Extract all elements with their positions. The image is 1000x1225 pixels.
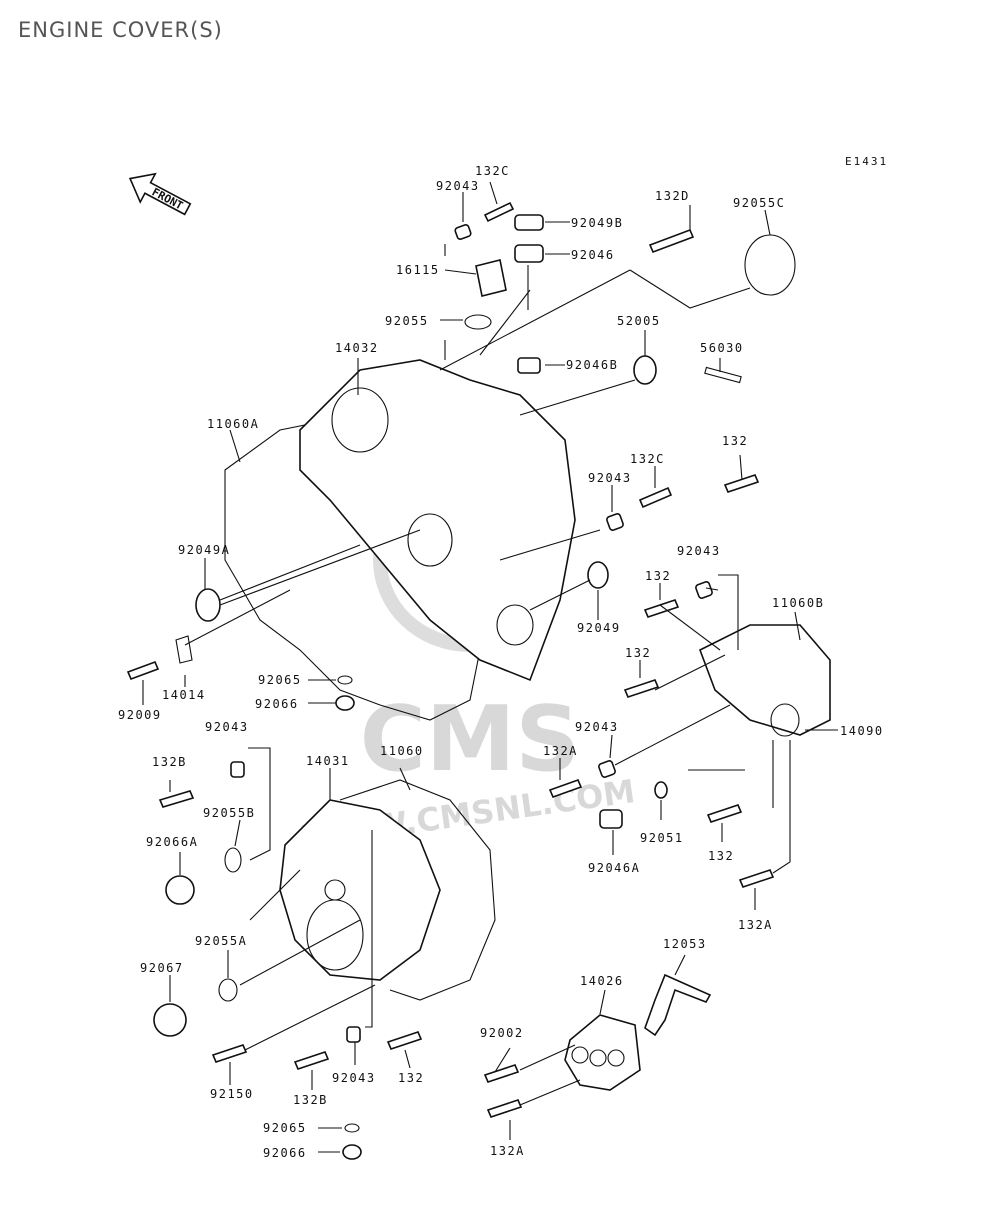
clutch-cover-boss bbox=[331, 387, 389, 453]
part-label: 132C bbox=[630, 452, 665, 466]
magneto-cover-plug-hole bbox=[324, 879, 346, 901]
bracket-hole-3 bbox=[607, 1049, 625, 1067]
washer-92065-lower bbox=[344, 1123, 360, 1133]
part-label: 92066 bbox=[263, 1146, 307, 1160]
filler-cap-16115 bbox=[475, 259, 507, 297]
plug-92066-upper bbox=[335, 695, 355, 711]
part-label: 92065 bbox=[263, 1121, 307, 1135]
oil-seal-52005 bbox=[633, 355, 657, 385]
part-label: 11060 bbox=[380, 744, 424, 758]
part-label: 56030 bbox=[700, 341, 744, 355]
bushing-92049b bbox=[514, 214, 544, 231]
part-label: 92049A bbox=[178, 543, 230, 557]
o-ring-92055c bbox=[744, 234, 796, 296]
part-label: 132 bbox=[625, 646, 651, 660]
diagram-code: E1431 bbox=[845, 155, 889, 168]
part-label: 92046A bbox=[588, 861, 640, 875]
plug-92066-lower bbox=[342, 1144, 362, 1160]
front-arrow-icon: FRONT bbox=[128, 172, 192, 216]
part-label: 132 bbox=[708, 849, 734, 863]
washer-14014 bbox=[175, 635, 193, 664]
part-label: 92066A bbox=[146, 835, 198, 849]
bolts bbox=[126, 201, 775, 1118]
part-label: 92055 bbox=[385, 314, 429, 328]
part-label: 132 bbox=[722, 434, 748, 448]
part-label: 132B bbox=[293, 1093, 328, 1107]
part-label: 14014 bbox=[162, 688, 206, 702]
part-labels: 132C 92043 92049B 132D 92055C 92046 1611… bbox=[118, 164, 884, 1160]
bearing-92046b bbox=[517, 357, 541, 374]
part-label: 92049 bbox=[577, 621, 621, 635]
part-label: 132C bbox=[475, 164, 510, 178]
part-label: 92043 bbox=[436, 179, 480, 193]
page-title: ENGINE COVER(S) bbox=[18, 18, 223, 42]
part-label: 92043 bbox=[677, 544, 721, 558]
watermark-logo: CMS bbox=[360, 687, 580, 792]
part-label: 92002 bbox=[480, 1026, 524, 1040]
cover-14090 bbox=[698, 624, 831, 736]
front-label: FRONT bbox=[150, 185, 186, 212]
part-label: 92043 bbox=[588, 471, 632, 485]
o-ring-92055a bbox=[218, 978, 238, 1002]
part-label: 92055A bbox=[195, 934, 247, 948]
part-label: 92055B bbox=[203, 806, 255, 820]
part-label: 92043 bbox=[575, 720, 619, 734]
lever-12053 bbox=[644, 973, 712, 1037]
part-label: 92043 bbox=[332, 1071, 376, 1085]
part-label: 132A bbox=[490, 1144, 525, 1158]
washer-92051 bbox=[654, 781, 668, 799]
part-label: 92150 bbox=[210, 1087, 254, 1101]
part-label: 92055C bbox=[733, 196, 785, 210]
plug-92066a bbox=[165, 875, 195, 905]
leader-lines bbox=[142, 181, 838, 1153]
oil-seal-92049a bbox=[195, 588, 221, 622]
part-label: 92009 bbox=[118, 708, 162, 722]
part-label: 132A bbox=[543, 744, 578, 758]
gasket-11060 bbox=[339, 779, 496, 1001]
bearing-92046a bbox=[599, 809, 623, 829]
bearing-92046 bbox=[514, 244, 544, 263]
part-label: 11060B bbox=[772, 596, 824, 610]
bracket-14026 bbox=[564, 1014, 641, 1091]
oil-seal-92049 bbox=[587, 561, 609, 589]
part-label: 16115 bbox=[396, 263, 440, 277]
part-label: 92066 bbox=[255, 697, 299, 711]
part-label: 132A bbox=[738, 918, 773, 932]
clutch-cover-lower-boss bbox=[496, 604, 534, 646]
part-label: 132 bbox=[398, 1071, 424, 1085]
part-label: 92046B bbox=[566, 358, 618, 372]
part-label: 92043 bbox=[205, 720, 249, 734]
part-label: 92049B bbox=[571, 216, 623, 230]
part-label: 92051 bbox=[640, 831, 684, 845]
part-label: 132 bbox=[645, 569, 671, 583]
part-label: 12053 bbox=[663, 937, 707, 951]
clutch-cover-14032 bbox=[299, 359, 576, 682]
o-ring-92055b bbox=[224, 847, 242, 873]
part-label: 132B bbox=[152, 755, 187, 769]
label-56030 bbox=[704, 366, 742, 384]
part-label: 14026 bbox=[580, 974, 624, 988]
o-ring-92055 bbox=[464, 314, 492, 330]
part-label: 11060A bbox=[207, 417, 259, 431]
part-label: 14031 bbox=[306, 754, 350, 768]
bracket-hole-2 bbox=[589, 1049, 607, 1067]
part-label: 52005 bbox=[617, 314, 661, 328]
part-label: 14090 bbox=[840, 724, 884, 738]
dowel-pins bbox=[230, 224, 713, 1043]
magneto-cover-14031 bbox=[279, 799, 441, 981]
part-label: 92067 bbox=[140, 961, 184, 975]
part-label: 92046 bbox=[571, 248, 615, 262]
plug-92067 bbox=[153, 1003, 187, 1037]
part-label: 14032 bbox=[335, 341, 379, 355]
part-label: 92065 bbox=[258, 673, 302, 687]
bracket-hole-1 bbox=[571, 1046, 589, 1064]
cover-14090-boss bbox=[770, 703, 800, 737]
clutch-cover-bearing-boss bbox=[407, 513, 453, 567]
part-label: 132D bbox=[655, 189, 690, 203]
washer-92065-upper bbox=[337, 675, 353, 685]
